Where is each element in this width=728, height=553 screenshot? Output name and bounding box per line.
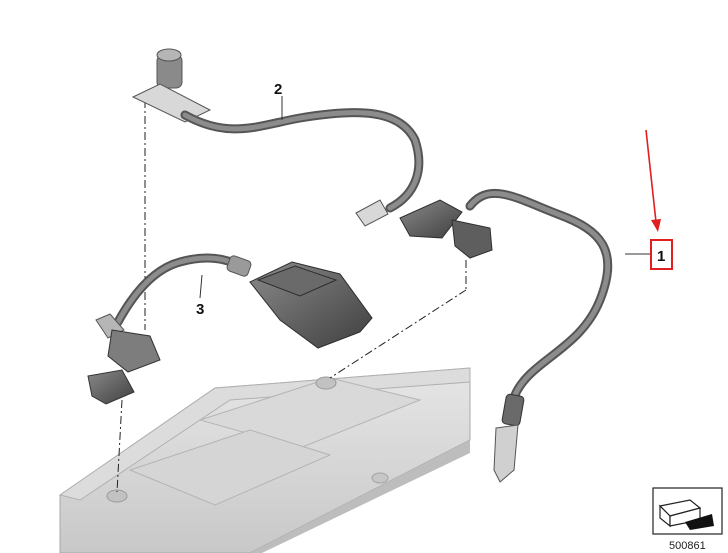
cable-3	[87, 253, 373, 405]
battery-negative-terminal	[106, 489, 128, 503]
cable-1	[399, 188, 613, 483]
callout-1: 1	[657, 248, 665, 265]
diagram-code-icon	[652, 487, 723, 535]
battery	[58, 367, 471, 553]
diagram-code: 500861	[669, 540, 706, 552]
cable-2	[131, 48, 424, 227]
battery-positive-terminal	[315, 376, 337, 390]
callout-2: 2	[274, 81, 282, 98]
callout-1-highlight-box	[650, 239, 673, 270]
battery-vent-plug	[371, 472, 389, 484]
callout-3: 3	[196, 301, 204, 318]
annotation-arrow	[645, 129, 661, 232]
assembly-lines	[116, 100, 467, 493]
callout-leaders	[199, 96, 651, 299]
